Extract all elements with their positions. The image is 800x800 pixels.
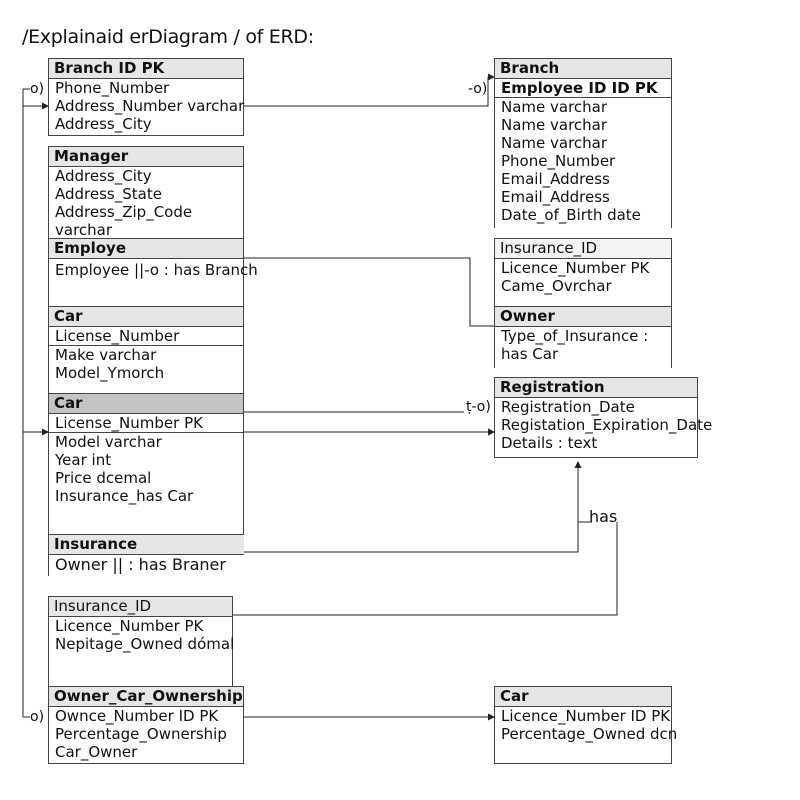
attribute-row: Address_Number varchar [55, 97, 245, 115]
attribute-row: Type_of_Insurance : [501, 327, 649, 345]
entity-header: Insurance [49, 535, 244, 555]
attribute-row: varchar [55, 221, 113, 239]
attribute-row: Year int [55, 451, 112, 469]
attribute-row: Registration_Date [501, 398, 635, 416]
entity-header: Insurance_ID [49, 597, 232, 617]
attribute-row: Car_Owner [55, 743, 138, 761]
entity-header: Car [49, 307, 243, 327]
entity-car-mid[interactable]: Car License_Number PK Model varchar Year… [48, 393, 244, 534]
attribute-row: Address_State [55, 185, 162, 203]
attribute-row: Ownce_Number ID PK [55, 707, 219, 725]
cardinality-label-registration: ṭ-o) [466, 399, 491, 415]
entity-header: Owner_Car_Ownership [49, 687, 243, 707]
entity-header: Car [49, 394, 243, 414]
entity-registration[interactable]: Registration Registration_Date Registati… [494, 377, 713, 458]
entity-header: Employe [49, 239, 243, 259]
attribute-row: Employee ||-o : has Branch [55, 261, 258, 279]
branch-to-employee-line [243, 77, 489, 107]
attribute-row: Employee ID ID PK [495, 79, 671, 98]
entity-insurance[interactable]: Insurance Owner || : has Braner [48, 534, 244, 576]
attribute-row: Owner || : has Braner [55, 555, 226, 574]
attribute-row: License_Number PK [49, 414, 243, 433]
attribute-row: Model_Ymorch [55, 364, 165, 382]
entity-insurance-id-left[interactable]: Insurance_ID Licence_Number PK Nepitage_… [48, 596, 235, 686]
attribute-row: Make varchar [55, 346, 157, 364]
attribute-row: Name varchar [501, 116, 608, 134]
entity-header: Car [495, 687, 671, 707]
attribute-row: Address_City [55, 167, 152, 185]
diagram-title: /Explainaid erDiagram / of ERD: [22, 26, 314, 48]
entity-branch-right[interactable]: Branch Employee ID ID PK Name varchar Na… [494, 58, 672, 228]
attribute-row: License_Number [49, 327, 243, 346]
entity-insurance-id-right[interactable]: Insurance_ID Licence_Number PK Came_Ovrc… [494, 238, 672, 307]
entity-header: Branch ID PK [49, 59, 243, 79]
attribute-row: Date_of_Birth date [501, 206, 641, 224]
attribute-row: Licence_Number PK [501, 259, 650, 277]
employe-to-owner-line [243, 257, 494, 327]
attribute-row: Address_City [55, 115, 152, 133]
attribute-row: Address_Zip_Code [55, 203, 193, 221]
entity-header: Manager [49, 147, 243, 167]
attribute-row: Licence_Number ID PK [501, 707, 671, 725]
attribute-row: Details : text [501, 434, 598, 452]
entity-car-top[interactable]: Car License_Number Make varchar Model_Ym… [48, 306, 244, 394]
entity-header: Insurance_ID [495, 239, 671, 259]
attribute-row: Registation_Expiration_Date [501, 416, 713, 434]
attribute-row: Price dcemal [55, 469, 152, 487]
cardinality-label-bottom-left: o) [30, 709, 45, 725]
attribute-row: Email_Address [501, 170, 610, 188]
attribute-row: Licence_Number PK [55, 617, 204, 635]
entity-employe[interactable]: Employe Employee ||-o : has Branch [48, 238, 258, 306]
attribute-row: Came_Ovrchar [501, 277, 612, 295]
attribute-row: Name varchar [501, 134, 608, 152]
attribute-row: Model varchar [55, 433, 162, 451]
entity-manager[interactable]: Manager Address_City Address_State Addre… [48, 146, 244, 239]
attribute-row: Percentage_Ownership [55, 725, 227, 743]
attribute-row: Name varchar [501, 98, 608, 116]
attribute-row: Email_Address [501, 188, 610, 206]
cardinality-label-top-left: o) [30, 81, 45, 97]
entity-header: Owner [495, 307, 671, 327]
entity-owner-car-ownership[interactable]: Owner_Car_Ownership Ownce_Number ID PK P… [48, 686, 244, 764]
attribute-row: Phone_Number [501, 152, 616, 170]
attribute-row: Nepitage_Owned dómal [55, 635, 235, 653]
insurance-id-to-has-line [232, 522, 618, 616]
entity-header: Branch [495, 59, 671, 79]
attribute-row: Phone_Number [55, 79, 170, 97]
entity-branch-left[interactable]: Branch ID PK Phone_Number Address_Number… [48, 58, 244, 136]
attribute-row: Insurance_has Car [55, 487, 194, 505]
cardinality-label-top-right: -o) [468, 81, 488, 97]
insurance-to-registration-line [243, 461, 582, 553]
attribute-row: Percentage_Owned dcn [501, 725, 678, 743]
entity-car-bottom[interactable]: Car Licence_Number ID PK Percentage_Owne… [494, 686, 678, 764]
entity-header: Registration [495, 378, 697, 398]
entity-owner[interactable]: Owner Type_of_Insurance : has Car [494, 306, 672, 368]
has-relationship-label: has [589, 507, 618, 526]
attribute-row: has Car [501, 345, 559, 363]
